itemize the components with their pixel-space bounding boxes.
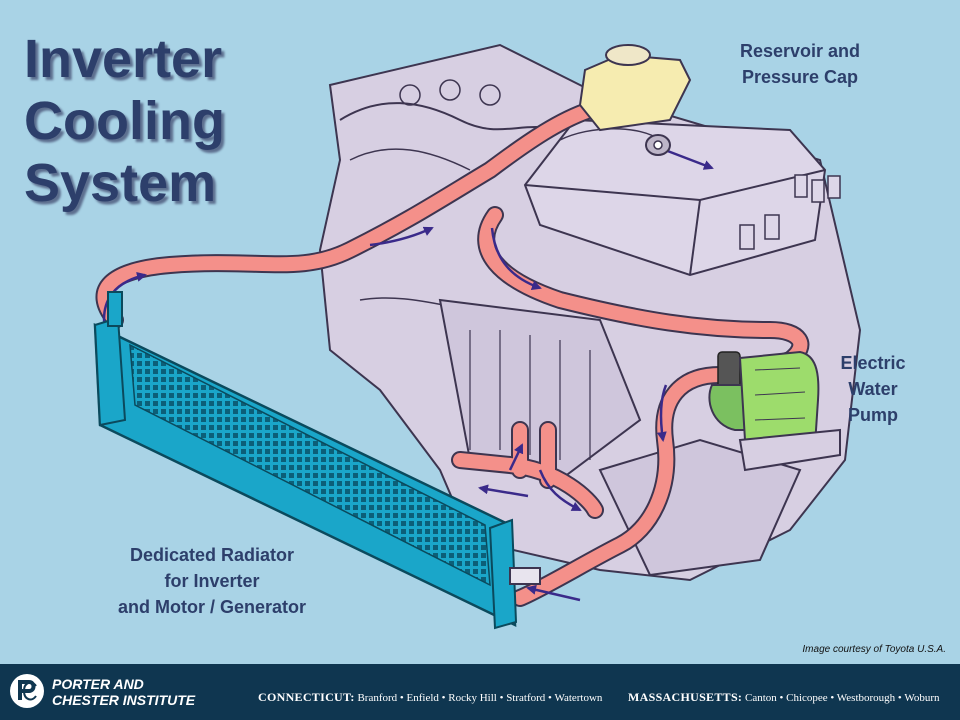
coolant-hoses	[95, 101, 810, 607]
flow-arrow-upper-hose	[369, 226, 434, 247]
reservoir-label-line-2: Pressure Cap	[741, 67, 859, 87]
flow-arrow-pump-outlet	[656, 384, 668, 442]
radiator-label-line-2: for Inverter	[164, 571, 260, 591]
radiator-label-line-3: and Motor / Generator	[117, 597, 306, 617]
massachusetts-towns: Canton • Chicopee • Westborough • Woburn	[744, 692, 940, 704]
reservoir-label: Reservoir and Pressure Cap	[720, 38, 880, 90]
title-line-1: Inverter	[24, 29, 223, 89]
flow-arrow-lower-left	[478, 484, 529, 498]
image-credit: Image courtesy of Toyota U.S.A.	[802, 644, 946, 655]
title-line-2: Cooling	[24, 91, 225, 151]
institute-name: PORTER AND CHESTER INSTITUTE	[52, 676, 195, 708]
institute-name-line-1: PORTER AND	[52, 676, 144, 692]
flow-arrow-lower-right	[538, 469, 582, 512]
radiator-label-line-1: Dedicated Radiator	[129, 545, 295, 565]
flow-arrow-up-middle	[508, 443, 524, 471]
massachusetts-state: MASSACHUSETTS:	[628, 690, 743, 704]
inverter-unit	[523, 118, 841, 277]
water-pump-label-line-3: Pump	[847, 405, 898, 425]
coolant-reservoir	[578, 44, 692, 156]
inverter-radiator	[93, 291, 541, 630]
water-pump-label-line-1: Electric	[840, 353, 906, 373]
electric-water-pump	[708, 350, 841, 472]
slide-title: Inverter Cooling System	[24, 28, 225, 214]
connecticut-towns: Branford • Enfield • Rocky Hill • Stratf…	[357, 692, 603, 704]
connecticut-locations: CONNECTICUT: Branford • Enfield • Rocky …	[258, 690, 602, 705]
flow-arrow-inverter-outlet	[490, 227, 542, 291]
reservoir-label-line-1: Reservoir and	[739, 41, 861, 61]
water-pump-label: Electric Water Pump	[818, 350, 928, 428]
flow-arrow-radiator-inlet	[526, 584, 581, 602]
institute-name-line-2: CHESTER INSTITUTE	[52, 692, 196, 708]
water-pump-label-line-2: Water	[848, 379, 898, 399]
cooling-system-diagram	[93, 43, 862, 630]
radiator-label: Dedicated Radiator for Inverter and Moto…	[92, 542, 332, 620]
connecticut-state: CONNECTICUT:	[258, 690, 355, 704]
flow-arrows	[102, 148, 714, 602]
flow-arrow-to-reservoir	[664, 148, 714, 170]
title-line-3: System	[24, 153, 217, 213]
footer-bar: PORTER AND CHESTER INSTITUTE CONNECTICUT…	[0, 664, 960, 720]
massachusetts-locations: MASSACHUSETTS: Canton • Chicopee • Westb…	[628, 690, 940, 705]
porter-chester-logo-icon	[10, 674, 44, 708]
